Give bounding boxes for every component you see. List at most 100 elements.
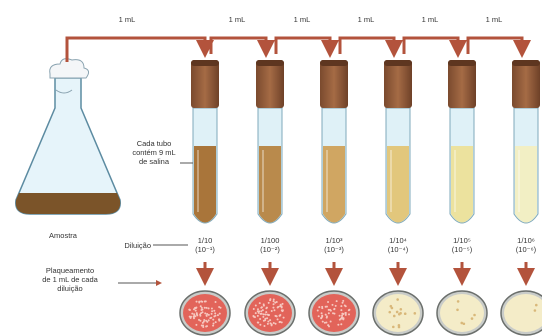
- dilution-ratio: 1/10⁴: [378, 236, 418, 245]
- colony: [283, 317, 285, 319]
- colony: [203, 321, 205, 323]
- colony: [265, 311, 267, 313]
- colony: [200, 305, 202, 307]
- colony: [460, 322, 463, 325]
- colony: [281, 307, 283, 309]
- dilution-tube: [256, 60, 284, 223]
- dilution-ratio: 1/10⁶: [506, 236, 542, 245]
- tube-cap: [384, 60, 412, 108]
- colony: [271, 310, 273, 312]
- colony: [404, 312, 407, 315]
- colony: [195, 324, 197, 326]
- dilution-ratio: 1/10: [185, 236, 225, 245]
- transfer-volume-label: 1 mL: [350, 15, 382, 24]
- colony: [208, 319, 210, 321]
- colony: [206, 313, 208, 315]
- colony: [211, 310, 213, 312]
- dilution-ratio: 1/10³: [314, 236, 354, 245]
- colony: [321, 307, 323, 309]
- colony: [206, 307, 208, 309]
- colony: [254, 316, 256, 318]
- colony: [318, 315, 320, 317]
- dilution-label: 1/10(10⁻¹): [185, 236, 225, 254]
- colony: [214, 312, 216, 314]
- petri-dish: [501, 291, 542, 335]
- dilution-exponent: (10⁻¹): [185, 245, 225, 254]
- colony: [340, 323, 342, 325]
- colony: [262, 316, 264, 318]
- colony: [200, 309, 202, 311]
- dilution-tube: [448, 60, 476, 223]
- colony: [253, 308, 255, 310]
- colony: [400, 308, 403, 311]
- tube-cap: [191, 60, 219, 108]
- colony: [273, 322, 275, 324]
- colony: [213, 315, 215, 317]
- transfer-arrow: [404, 38, 458, 54]
- colony: [396, 298, 399, 301]
- colony: [196, 313, 198, 315]
- colony: [262, 309, 264, 311]
- colony: [204, 312, 206, 314]
- petri-dish: [245, 291, 295, 335]
- dilution-label: 1/100(10⁻²): [250, 236, 290, 254]
- colony: [279, 305, 281, 307]
- colony: [322, 321, 324, 323]
- colony: [212, 325, 214, 327]
- colony: [333, 313, 335, 315]
- colony: [277, 318, 279, 320]
- colony: [330, 310, 332, 312]
- colony: [268, 302, 270, 304]
- colony: [269, 319, 271, 321]
- dilution-ratio: 1/10⁵: [442, 236, 482, 245]
- colony: [393, 315, 396, 318]
- colony: [267, 314, 269, 316]
- colony: [339, 315, 341, 317]
- colony: [218, 318, 220, 320]
- colony: [340, 309, 342, 311]
- colony: [267, 320, 269, 322]
- colony: [414, 312, 417, 315]
- tube-note-line: contém 9 mL: [124, 148, 184, 157]
- colony: [208, 307, 210, 309]
- colony: [261, 306, 263, 308]
- colony: [201, 301, 203, 303]
- petri-dish: [373, 291, 423, 335]
- colony: [279, 315, 281, 317]
- transfer-volume-label: 1 mL: [221, 15, 253, 24]
- dilution-tube: [384, 60, 412, 223]
- colony: [282, 303, 284, 305]
- colony: [257, 310, 259, 312]
- tube-cap: [512, 60, 540, 108]
- colony: [396, 311, 399, 314]
- colony: [262, 313, 264, 315]
- transfer-arrow: [468, 38, 522, 54]
- petri-dish: [437, 291, 487, 335]
- tube-cap: [448, 60, 476, 108]
- colony: [212, 319, 214, 321]
- tube-cap: [320, 60, 348, 108]
- colony: [273, 309, 275, 311]
- colony: [344, 312, 346, 314]
- colony: [457, 300, 460, 303]
- colony: [274, 302, 276, 304]
- colony: [199, 320, 201, 322]
- colony: [263, 325, 265, 327]
- dilution-label: 1/10³(10⁻³): [314, 236, 354, 254]
- colony: [259, 324, 261, 326]
- colony: [255, 305, 257, 307]
- colony: [273, 303, 275, 305]
- sample-flask: [16, 59, 120, 214]
- agar-plates: [180, 262, 542, 335]
- colony: [194, 307, 196, 309]
- colony: [213, 322, 215, 324]
- colony: [196, 301, 198, 303]
- colony: [218, 306, 220, 308]
- colony: [325, 314, 327, 316]
- colony: [325, 306, 327, 308]
- colony: [456, 308, 459, 311]
- colony: [326, 317, 328, 319]
- colony: [267, 323, 269, 325]
- colony: [535, 304, 538, 307]
- colony: [348, 313, 350, 315]
